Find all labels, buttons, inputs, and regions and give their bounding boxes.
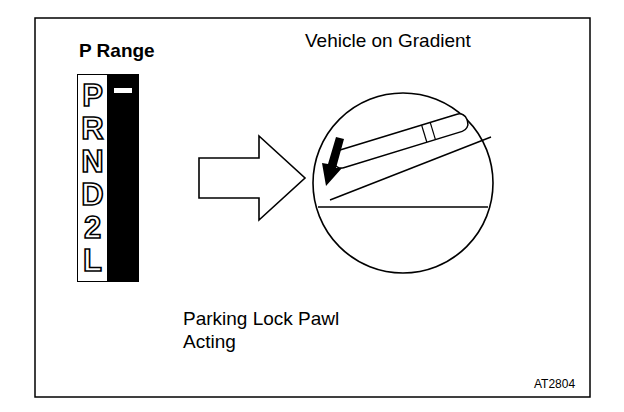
detail-circle: [313, 93, 493, 273]
border-frame: [35, 18, 590, 397]
gradient-heading: Vehicle on Gradient: [305, 30, 565, 52]
range-letter: 2: [78, 211, 107, 244]
gradient-node: Vehicle on Gradient: [305, 30, 565, 277]
vehicle-body: [331, 112, 470, 170]
range-letter: R: [78, 112, 107, 145]
gradient-illustration: [318, 112, 491, 207]
range-letter: P: [78, 79, 107, 112]
figure-code: AT2804: [534, 377, 575, 391]
range-letter: L: [78, 244, 107, 277]
range-heading: P Range: [79, 40, 155, 62]
range-letter: D: [78, 178, 107, 211]
ground-line: [318, 206, 488, 208]
caption-note: Parking Lock Pawl Acting: [183, 308, 373, 354]
selector-node: P RangePRND2L: [77, 40, 155, 282]
block-arrow: [199, 136, 305, 220]
range-letter: N: [78, 145, 107, 178]
letter-column: PRND2L: [78, 75, 107, 281]
shift-indicator: PRND2L: [77, 74, 139, 282]
roll-direction-arrow: [322, 137, 344, 186]
selected-marker: [114, 88, 132, 93]
